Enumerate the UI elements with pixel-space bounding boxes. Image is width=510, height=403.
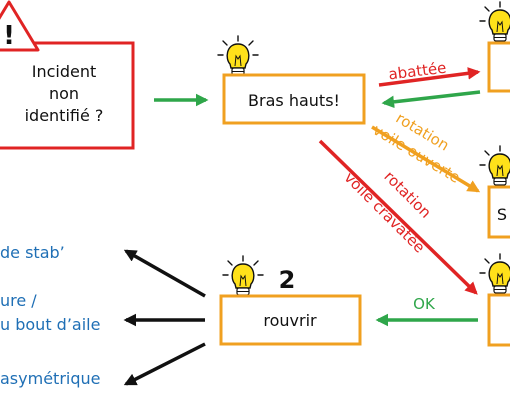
lightbulb-icon bbox=[217, 35, 259, 76]
arrow-rotation-ouverte bbox=[371, 125, 481, 193]
svg-text:!: ! bbox=[3, 21, 15, 51]
ok-label: OK bbox=[413, 295, 436, 313]
arrow-return-green bbox=[381, 90, 481, 109]
warning-icon: ! bbox=[0, 0, 40, 52]
incident-line-2: non bbox=[49, 84, 79, 103]
abattee-label: abattée bbox=[387, 59, 447, 84]
rouvrir-label: rouvrir bbox=[263, 311, 317, 330]
incident-box bbox=[0, 41, 135, 150]
right-box-top bbox=[487, 41, 510, 93]
rouvrir-box bbox=[219, 294, 362, 346]
right-box-middle bbox=[487, 185, 510, 239]
right-box-bottom bbox=[487, 293, 510, 347]
incident-line-3: identifié ? bbox=[25, 106, 104, 125]
arrow-left-down bbox=[123, 342, 206, 386]
incident-line-1: Incident bbox=[32, 62, 97, 81]
left-item-3: u bout d’aile bbox=[0, 315, 100, 334]
lightbulb-icon-rouvrir bbox=[222, 255, 264, 296]
left-item-2: ure / bbox=[0, 291, 37, 310]
bras-hauts-label: Bras hauts! bbox=[248, 91, 340, 110]
left-item-4: asymétrique bbox=[0, 369, 100, 388]
lightbulb-icon-mid-right bbox=[479, 145, 510, 186]
step-number: 2 bbox=[279, 266, 296, 294]
arrow-abattee bbox=[378, 67, 481, 87]
bras-hauts-box bbox=[222, 73, 366, 125]
left-item-1: de stab’ bbox=[0, 243, 65, 262]
arrow-rotation-cravatee bbox=[318, 139, 478, 295]
lightbulb-icon-top-right bbox=[479, 1, 510, 42]
lightbulb-icon-bottom-right bbox=[479, 253, 510, 294]
right-box-middle-label: S bbox=[497, 205, 507, 224]
arrow-left-up bbox=[123, 249, 206, 298]
